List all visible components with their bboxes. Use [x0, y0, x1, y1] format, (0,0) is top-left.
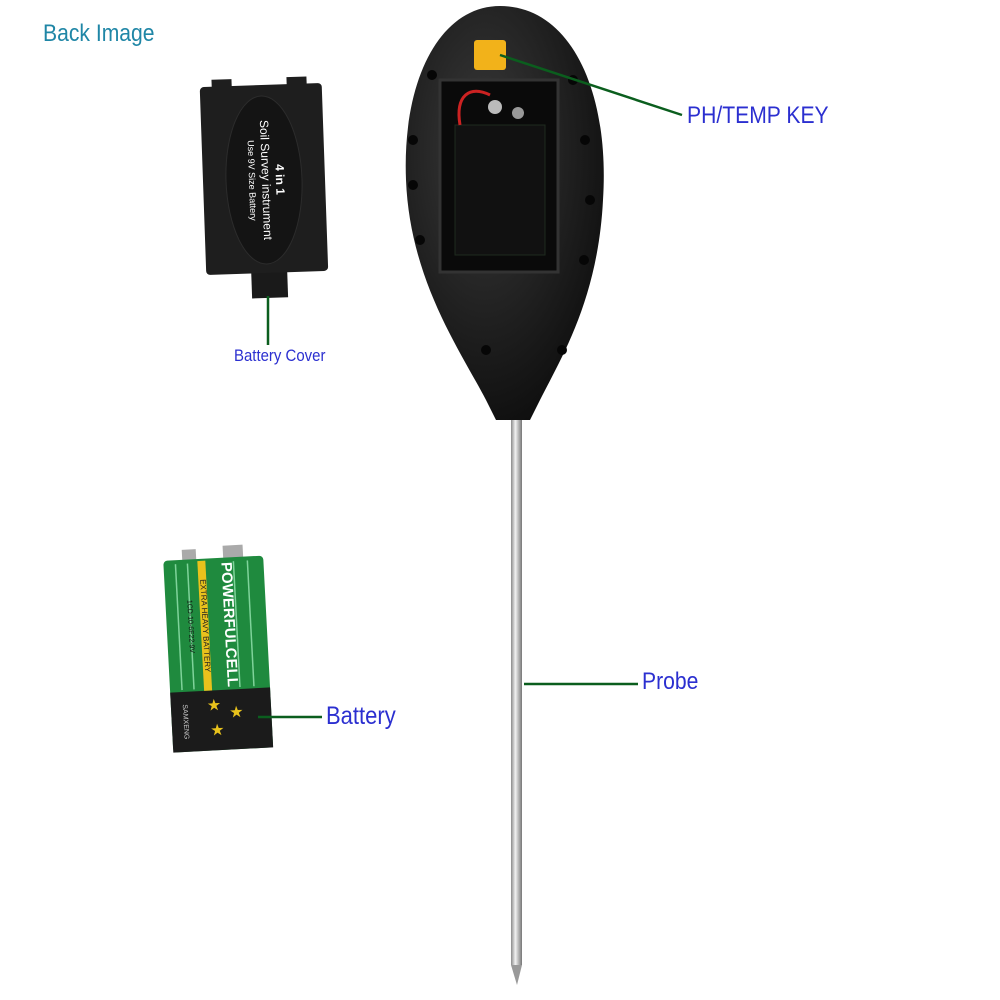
- battery-code: 1CD-10-6F22-9V: [185, 600, 195, 654]
- battery: POWERFULCELL EXTRA HEAVY BATTERY 1CD-10-…: [163, 544, 274, 753]
- cover-print-line1: 4 in 1: [272, 164, 287, 195]
- image-title: Back Image: [43, 20, 155, 47]
- battery-brand: POWERFULCELL: [217, 562, 241, 688]
- svg-text:★: ★: [229, 702, 244, 722]
- svg-text:★: ★: [206, 695, 221, 715]
- key-leader-line: [499, 53, 683, 117]
- cover-print-line3: Use 9V Size Battery: [246, 140, 259, 221]
- battery-label: Battery: [326, 702, 396, 730]
- battery-cover: 4 in 1 Soil Survey instrument Use 9V Siz…: [199, 76, 329, 299]
- battery-maker: SAMXENG: [181, 704, 190, 739]
- svg-text:★: ★: [210, 720, 225, 740]
- cover-print-line2: Soil Survey instrument: [257, 120, 275, 241]
- meter-head: [405, 6, 604, 420]
- battery-cover-label: Battery Cover: [234, 346, 326, 365]
- probe-label: Probe: [642, 668, 699, 695]
- probe-rod: [511, 420, 522, 985]
- ph-temp-key-label: PH/TEMP KEY: [687, 102, 829, 129]
